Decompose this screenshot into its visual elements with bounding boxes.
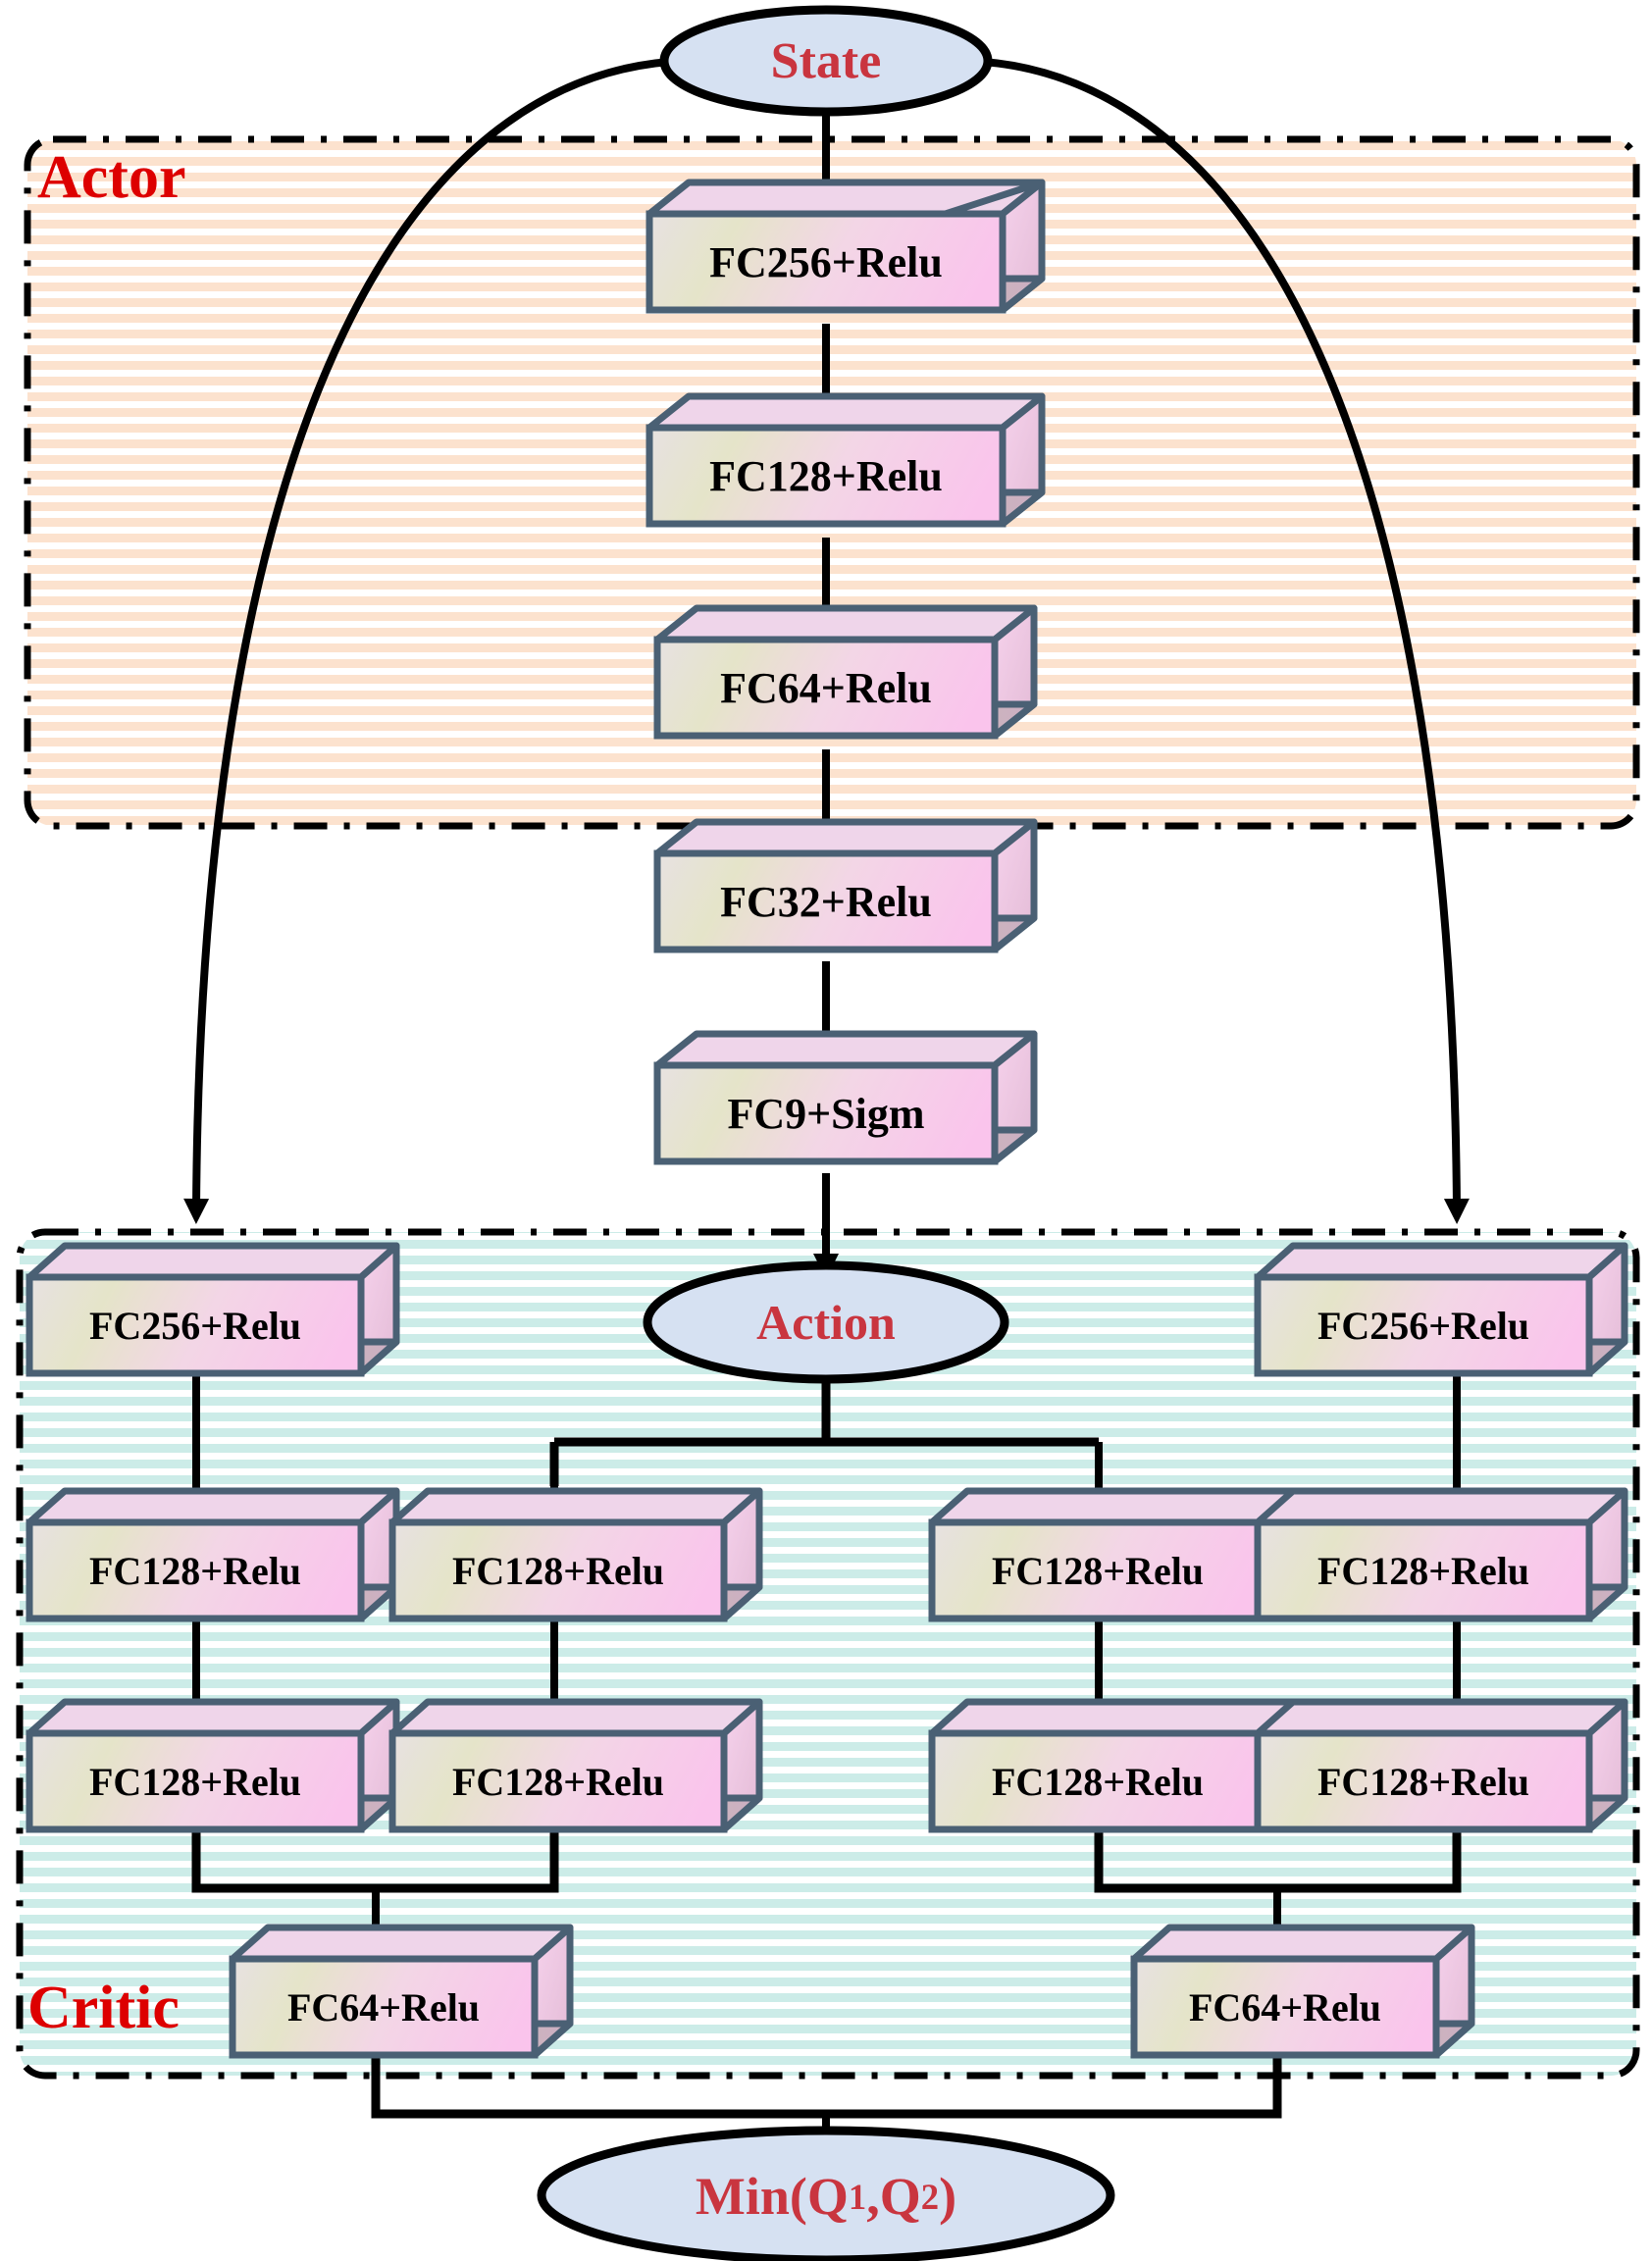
- action-ellipse: [643, 1260, 1009, 1384]
- box-critic-fc128b-2: [388, 1698, 763, 1833]
- box-actor-fc64: [653, 604, 1038, 740]
- box-critic-fc128a-4: [1254, 1487, 1628, 1622]
- box-actor-fc9: [653, 1030, 1038, 1165]
- state-ellipse: [659, 5, 993, 117]
- layer-boxes: [26, 179, 1628, 2059]
- critic-region: [16, 1228, 1640, 2080]
- box-critic-fc64-q1: [229, 1924, 574, 2059]
- critic-edges: [183, 1373, 1470, 2177]
- box-critic-fc128b-4: [1254, 1698, 1628, 1833]
- box-critic-fc128b-3: [928, 1698, 1303, 1833]
- box-critic-fc128a-1: [26, 1487, 400, 1622]
- box-critic-fc64-q2: [1130, 1924, 1475, 2059]
- box-actor-fc256: [645, 179, 1046, 314]
- minq-ellipse: [537, 2126, 1115, 2261]
- edge-state-to-critic: [183, 57, 1470, 1224]
- box-critic-fc128a-2: [388, 1487, 763, 1622]
- ellipse-shapes: [537, 5, 1115, 2261]
- box-actor-fc128: [645, 392, 1046, 528]
- box-critic-fc256-right: [1254, 1242, 1628, 1377]
- box-critic-fc128a-3: [928, 1487, 1303, 1622]
- box-critic-fc256-left: [26, 1242, 400, 1377]
- box-actor-fc32: [653, 818, 1038, 953]
- box-critic-fc128b-1: [26, 1698, 400, 1833]
